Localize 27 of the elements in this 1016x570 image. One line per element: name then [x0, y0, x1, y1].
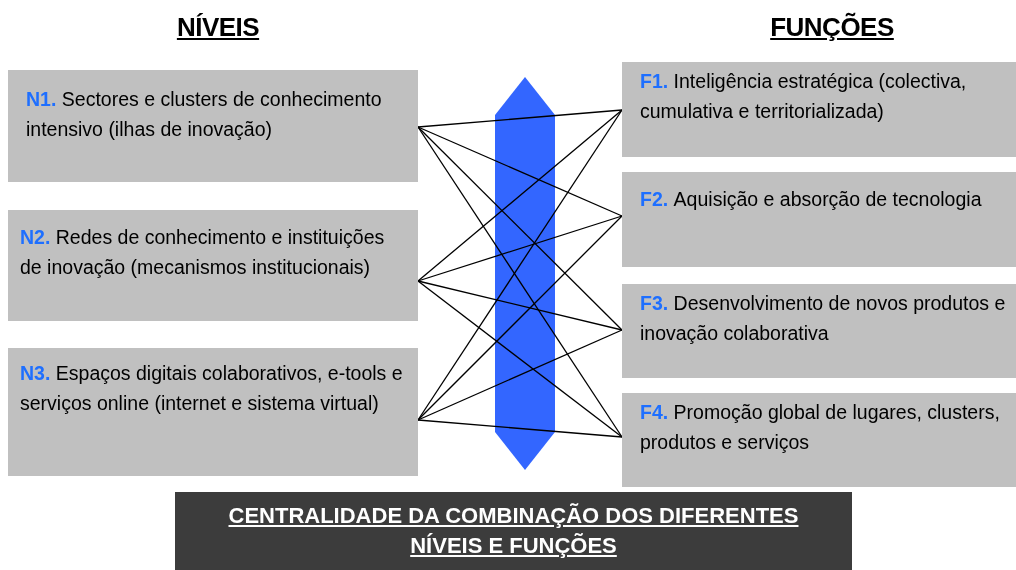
text-box — [8, 210, 418, 321]
box-text: N3. Espaços digitais colaborativos, e-tools e serviços online (internet e sistema virtual) — [20, 361, 404, 416]
connector-line — [417, 126, 623, 217]
banner-text: CENTRALIDADE DA COMBINAÇÃO DOS DIFERENTES NÍVEIS E FUNÇÕES — [227, 502, 800, 560]
banner-box — [175, 492, 852, 570]
connector-line — [417, 280, 623, 331]
connector-line — [417, 329, 623, 421]
connector-line — [417, 126, 623, 331]
text-box — [622, 172, 1016, 267]
box-text: F2. Aquisição e absorção de tecnologia — [640, 187, 983, 212]
box-text: F4. Promoção global de lugares, clusters, produtos e serviços — [640, 400, 1001, 455]
connector-line — [417, 109, 623, 282]
box-text: N1. Sectores e clusters de conhecimento intensivo (ilhas de inovação) — [26, 87, 383, 142]
box-text: F3. Desenvolvimento de novos produtos e inovação colaborativa — [640, 291, 1006, 346]
text-box — [622, 62, 1016, 157]
text-box — [8, 70, 418, 182]
column-heading: NÍVEIS — [176, 12, 260, 43]
connector-line — [417, 280, 623, 438]
text-box — [622, 284, 1016, 378]
box-text: N2. Redes de conhecimento e instituições de inovação (mecanismos institucionais) — [20, 225, 386, 280]
text-box — [622, 393, 1016, 487]
connector-line — [417, 215, 623, 421]
connector-line — [417, 215, 623, 282]
connector-line — [417, 419, 623, 438]
text-box — [8, 348, 418, 476]
box-text: F1. Inteligência estratégica (colectiva, cumulativa e territorializada) — [640, 69, 968, 124]
connector-line — [417, 109, 623, 128]
